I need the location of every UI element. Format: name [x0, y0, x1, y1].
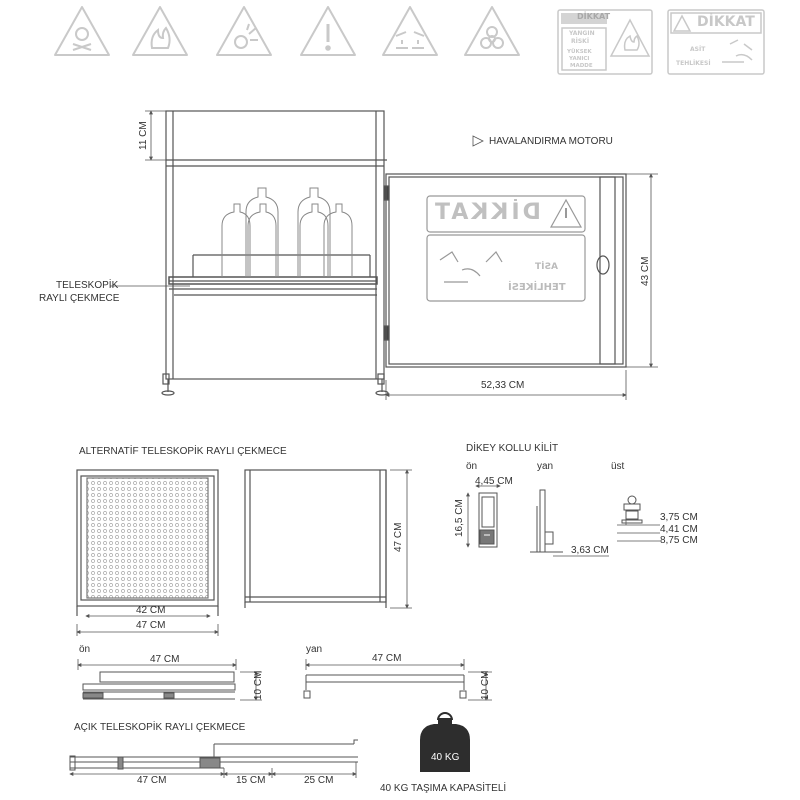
door-sign-line1: ASİT	[535, 262, 558, 272]
toxic-sign-icon	[54, 6, 110, 56]
lock-view-top: üst	[611, 461, 625, 472]
acid-sign-line1: ASİT	[690, 46, 706, 53]
fire-sign-line5: MADDE	[570, 63, 593, 69]
alt-drawer-dimensions	[76, 469, 412, 636]
weight-value: 40 KG	[431, 752, 460, 763]
rails-view-side: yan	[306, 644, 323, 655]
dim-lock-height: 16,5 CM	[454, 499, 465, 537]
fire-sign-line2: RİSKİ	[571, 38, 590, 45]
weight-icon	[420, 712, 470, 772]
corrosive-sign-icon	[382, 6, 438, 56]
rails-view-front: ön	[79, 644, 91, 655]
flammable-sign-icon	[132, 6, 188, 56]
label-ventilation-motor: HAVALANDIRMA MOTORU	[489, 136, 613, 147]
lock-title: DİKEY KOLLU KİLİT	[466, 443, 559, 454]
dim-lock-top2: 4,41 CM	[660, 524, 698, 535]
dim-alt-depth: 47 CM	[393, 522, 404, 552]
fire-sign-title: DİKKAT	[577, 12, 611, 21]
dim-rails-front-len: 47 CM	[150, 654, 180, 665]
dim-lock-side: 3,63 CM	[571, 545, 609, 556]
rails-drawing	[82, 671, 467, 700]
dim-lock-top1: 3,75 CM	[660, 512, 698, 523]
dim-alt-inner: 42 CM	[136, 605, 166, 616]
dim-top-section: 11 CM	[138, 121, 149, 150]
lock-view-front: ön	[466, 461, 478, 472]
rails-dimensions	[77, 659, 492, 701]
fire-sign-line1: YANGIN	[569, 30, 595, 37]
cabinet-dimensions	[110, 110, 658, 400]
lock-dimensions	[466, 484, 660, 557]
dim-open-a: 47 CM	[137, 775, 167, 786]
fire-sign-line3: YÜKSEK	[567, 49, 592, 55]
dim-open-c: 25 CM	[304, 775, 334, 786]
dim-open-b: 15 CM	[236, 775, 266, 786]
dim-lock-width: 4,45 CM	[475, 476, 513, 487]
biohazard-sign-icon	[464, 6, 520, 56]
warning-sign-icon	[300, 6, 356, 56]
open-drawer-drawing	[69, 739, 358, 771]
acid-sign-line2: TEHLİKESİ	[676, 60, 711, 67]
lock-view-side: yan	[537, 461, 554, 472]
acid-warning-sign	[667, 9, 765, 75]
label-drawer-line2: RAYLI ÇEKMECE	[39, 293, 120, 304]
alt-drawer-title: ALTERNATİF TELESKOPİK RAYLI ÇEKMECE	[79, 446, 287, 457]
dim-cabinet-height: 43 CM	[640, 256, 651, 286]
open-drawer-title: AÇIK TELESKOPİK RAYLI ÇEKMECE	[74, 722, 246, 733]
acid-sign-title: DİKKAT	[697, 14, 755, 30]
cabinet-drawing	[161, 110, 627, 396]
dim-alt-outer: 47 CM	[136, 620, 166, 631]
lock-drawing	[478, 489, 643, 553]
door-sign-title: DİKKAT	[432, 200, 541, 225]
weight-caption: 40 KG TAŞIMA KAPASİTELİ	[380, 783, 507, 794]
dim-rails-front-h: 10 CM	[253, 670, 264, 700]
dim-rails-side-len: 47 CM	[372, 653, 402, 664]
alt-drawer-drawing	[76, 469, 387, 616]
explosive-sign-icon	[216, 6, 272, 56]
fire-risk-sign	[557, 9, 653, 75]
dim-lock-top3: 8,75 CM	[660, 535, 698, 546]
door-sign-line2: TEHLİKESİ	[508, 282, 566, 293]
open-drawer-dimensions	[69, 762, 357, 778]
label-drawer-line1: TELESKOPİK	[56, 280, 119, 291]
dim-cabinet-width: 52,33 CM	[481, 380, 525, 391]
hazard-signs	[54, 6, 520, 56]
fire-sign-line4: YANICI	[569, 56, 590, 62]
dim-rails-side-h: 10 CM	[480, 670, 491, 700]
